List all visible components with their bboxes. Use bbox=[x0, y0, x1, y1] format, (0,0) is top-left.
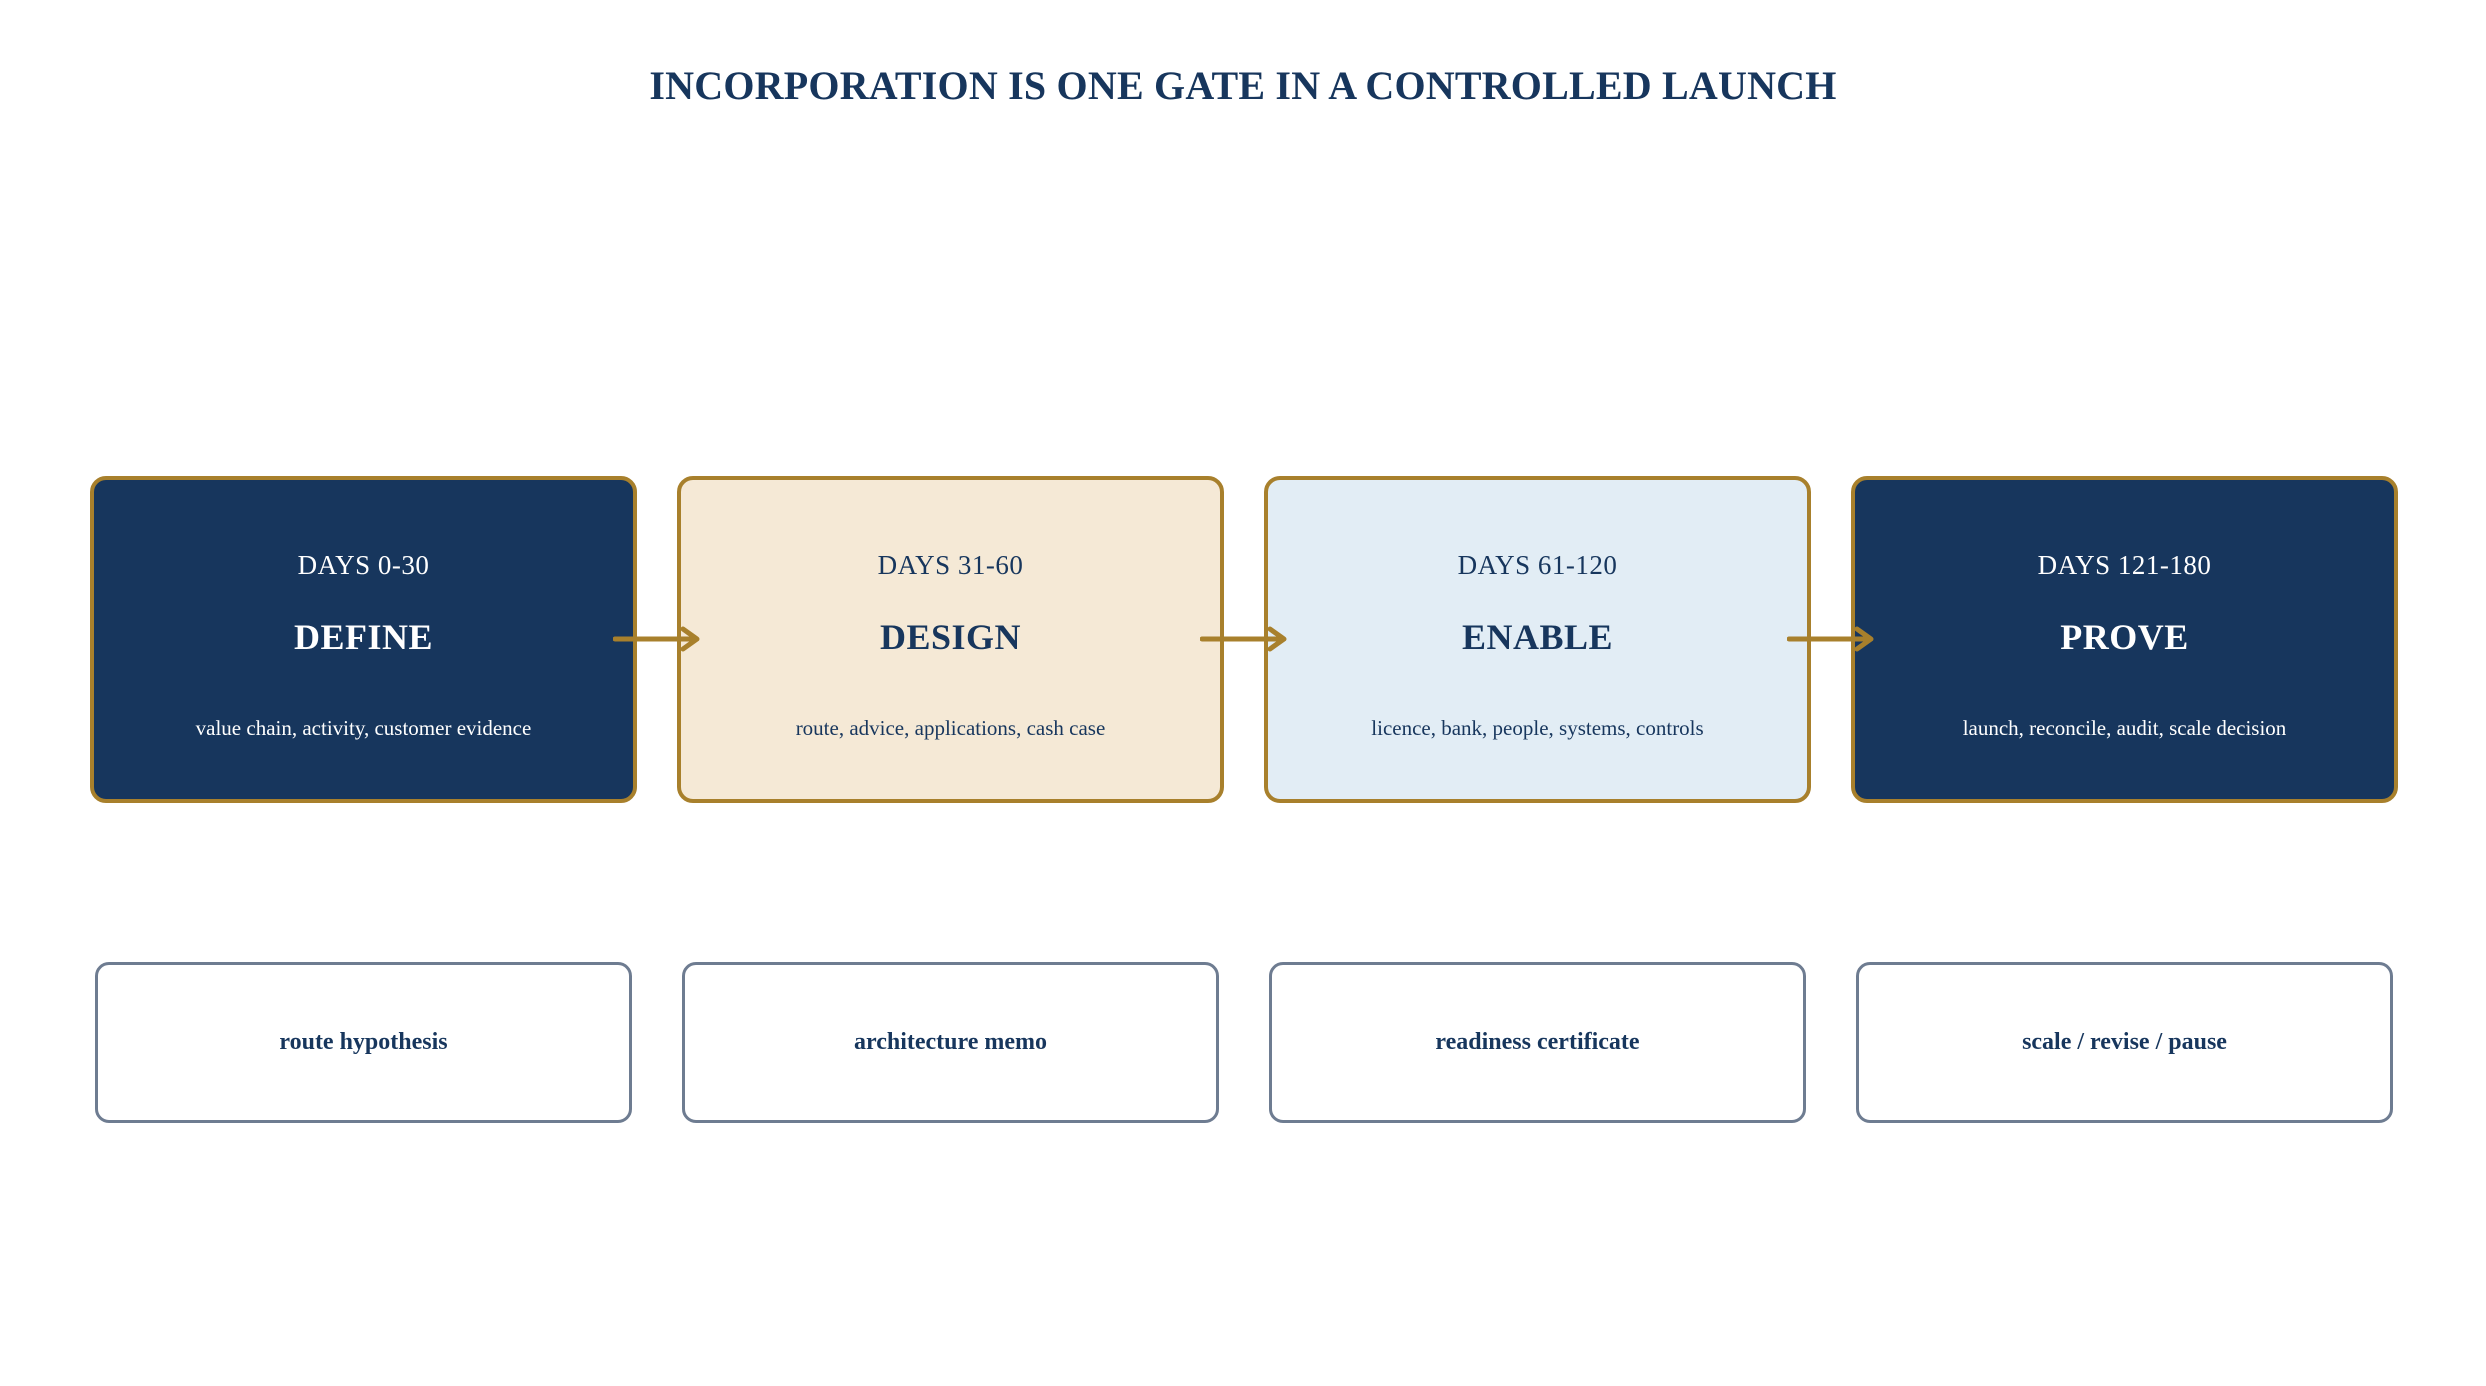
flow-arrow-1-icon bbox=[613, 626, 700, 652]
output-box-readiness-certificate: readiness certificate bbox=[1269, 962, 1806, 1123]
phase-days: DAYS 121-180 bbox=[2037, 550, 2212, 580]
flow-arrow-3-icon bbox=[1787, 626, 1874, 652]
phase-name: DESIGN bbox=[879, 617, 1022, 657]
flow-arrow-2-icon bbox=[1200, 626, 1287, 652]
output-label: scale / revise / pause bbox=[2022, 1029, 2227, 1055]
phase-description: value chain, activity, customer evidence bbox=[195, 716, 532, 740]
phase-name: ENABLE bbox=[1461, 617, 1614, 657]
output-box-architecture-memo: architecture memo bbox=[682, 962, 1219, 1123]
phase-box-design: DAYS 31-60 DESIGN route, advice, applica… bbox=[677, 476, 1224, 803]
phase-days: DAYS 31-60 bbox=[877, 550, 1024, 580]
phase-box-define: DAYS 0-30 DEFINE value chain, activity, … bbox=[90, 476, 637, 803]
phase-box-prove: DAYS 121-180 PROVE launch, reconcile, au… bbox=[1851, 476, 2398, 803]
diagram-title: INCORPORATION IS ONE GATE IN A CONTROLLE… bbox=[649, 63, 1837, 108]
phase-description: launch, reconcile, audit, scale decision bbox=[1962, 716, 2287, 740]
phase-description: route, advice, applications, cash case bbox=[795, 716, 1106, 740]
phase-name: DEFINE bbox=[293, 617, 434, 657]
output-box-scale-decision: scale / revise / pause bbox=[1856, 962, 2393, 1123]
phase-days: DAYS 0-30 bbox=[297, 550, 430, 580]
phase-days: DAYS 61-120 bbox=[1457, 550, 1618, 580]
phase-description: licence, bank, people, systems, controls bbox=[1371, 716, 1704, 740]
phase-box-enable: DAYS 61-120 ENABLE licence, bank, people… bbox=[1264, 476, 1811, 803]
output-box-route-hypothesis: route hypothesis bbox=[95, 962, 632, 1123]
output-label: readiness certificate bbox=[1435, 1029, 1640, 1055]
phase-name: PROVE bbox=[2060, 617, 2189, 657]
output-label: architecture memo bbox=[853, 1029, 1048, 1055]
output-label: route hypothesis bbox=[279, 1029, 448, 1055]
